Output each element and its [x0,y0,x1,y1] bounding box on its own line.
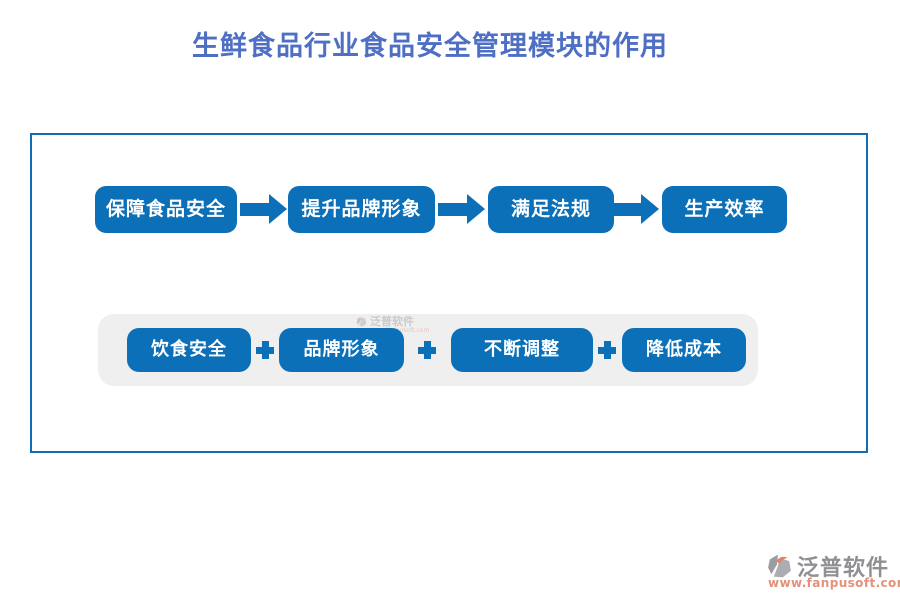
diagram-box [30,133,868,453]
plus-icon [418,341,436,359]
watermark-brand: 泛普软件 [370,315,414,328]
arrow-right-icon [614,194,659,225]
fanpu-watermark-icon [356,316,367,327]
flow-node-efficiency: 生产效率 [662,186,787,233]
sum-node-brand-image: 品牌形象 [279,328,404,372]
arrow-head [269,194,287,224]
sum-node-cost-reduction: 降低成本 [622,328,746,372]
plus-icon [256,341,274,359]
arrow-shaft [240,203,269,216]
sum-node-diet-safety: 饮食安全 [127,328,251,372]
footer-brand-name: 泛普软件 [797,555,890,581]
plus-icon [598,341,616,359]
arrow-right-icon [240,194,287,225]
footer-url: www.fanpusoft.com [768,576,900,590]
flow-node-brand-image: 提升品牌形象 [288,186,435,233]
fanpu-logo-icon [768,554,791,578]
arrow-right-icon [438,194,485,225]
sum-node-adjustment: 不断调整 [451,328,593,372]
page-title: 生鲜食品行业食品安全管理模块的作用 [192,31,668,62]
arrow-head [467,194,485,224]
flow-node-food-safety: 保障食品安全 [95,186,237,233]
arrow-shaft [614,203,641,216]
arrow-shaft [438,203,467,216]
arrow-head [641,194,659,224]
flow-node-regulations: 满足法规 [488,186,614,233]
